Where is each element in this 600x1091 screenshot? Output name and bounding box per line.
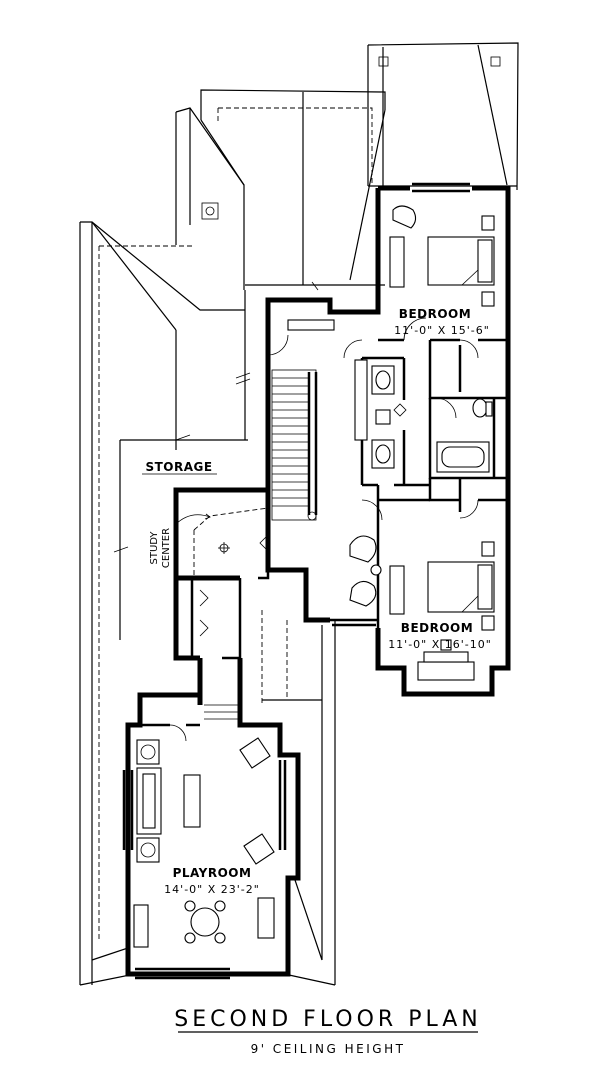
toilet [472, 398, 488, 418]
storage-label: STORAGE [145, 460, 212, 474]
bedroom-2-dimensions: 11'-0" X 16'-10" [388, 638, 492, 651]
plan-title: SECOND FLOOR PLAN [174, 1007, 482, 1032]
stair-treads [272, 377, 308, 507]
study-center [173, 487, 270, 728]
plan-subtitle: 9' CEILING HEIGHT [251, 1042, 406, 1056]
study-label-line-2: CENTER [161, 528, 172, 568]
bedroom-2-furniture [389, 541, 495, 681]
bedroom-1-name: BEDROOM [399, 307, 471, 321]
study-label-line-1: STUDY [149, 531, 160, 565]
playroom-walls [122, 692, 301, 980]
playroom-name: PLAYROOM [173, 866, 252, 880]
study-center-label: STUDY CENTER [149, 528, 172, 568]
hall-and-stair [265, 319, 382, 628]
bedroom-1-furniture [389, 205, 495, 307]
playroom-dimensions: 14'-0" X 23'-2" [164, 883, 260, 896]
game-table [190, 907, 220, 937]
bedroom-2-name: BEDROOM [401, 621, 473, 635]
coffee-table [183, 774, 201, 828]
bath-fixtures [371, 365, 493, 473]
playroom-furniture [133, 737, 275, 948]
roof-lines [79, 42, 519, 986]
bedroom-1-dimensions: 11'-0" X 15'-6" [394, 324, 490, 337]
